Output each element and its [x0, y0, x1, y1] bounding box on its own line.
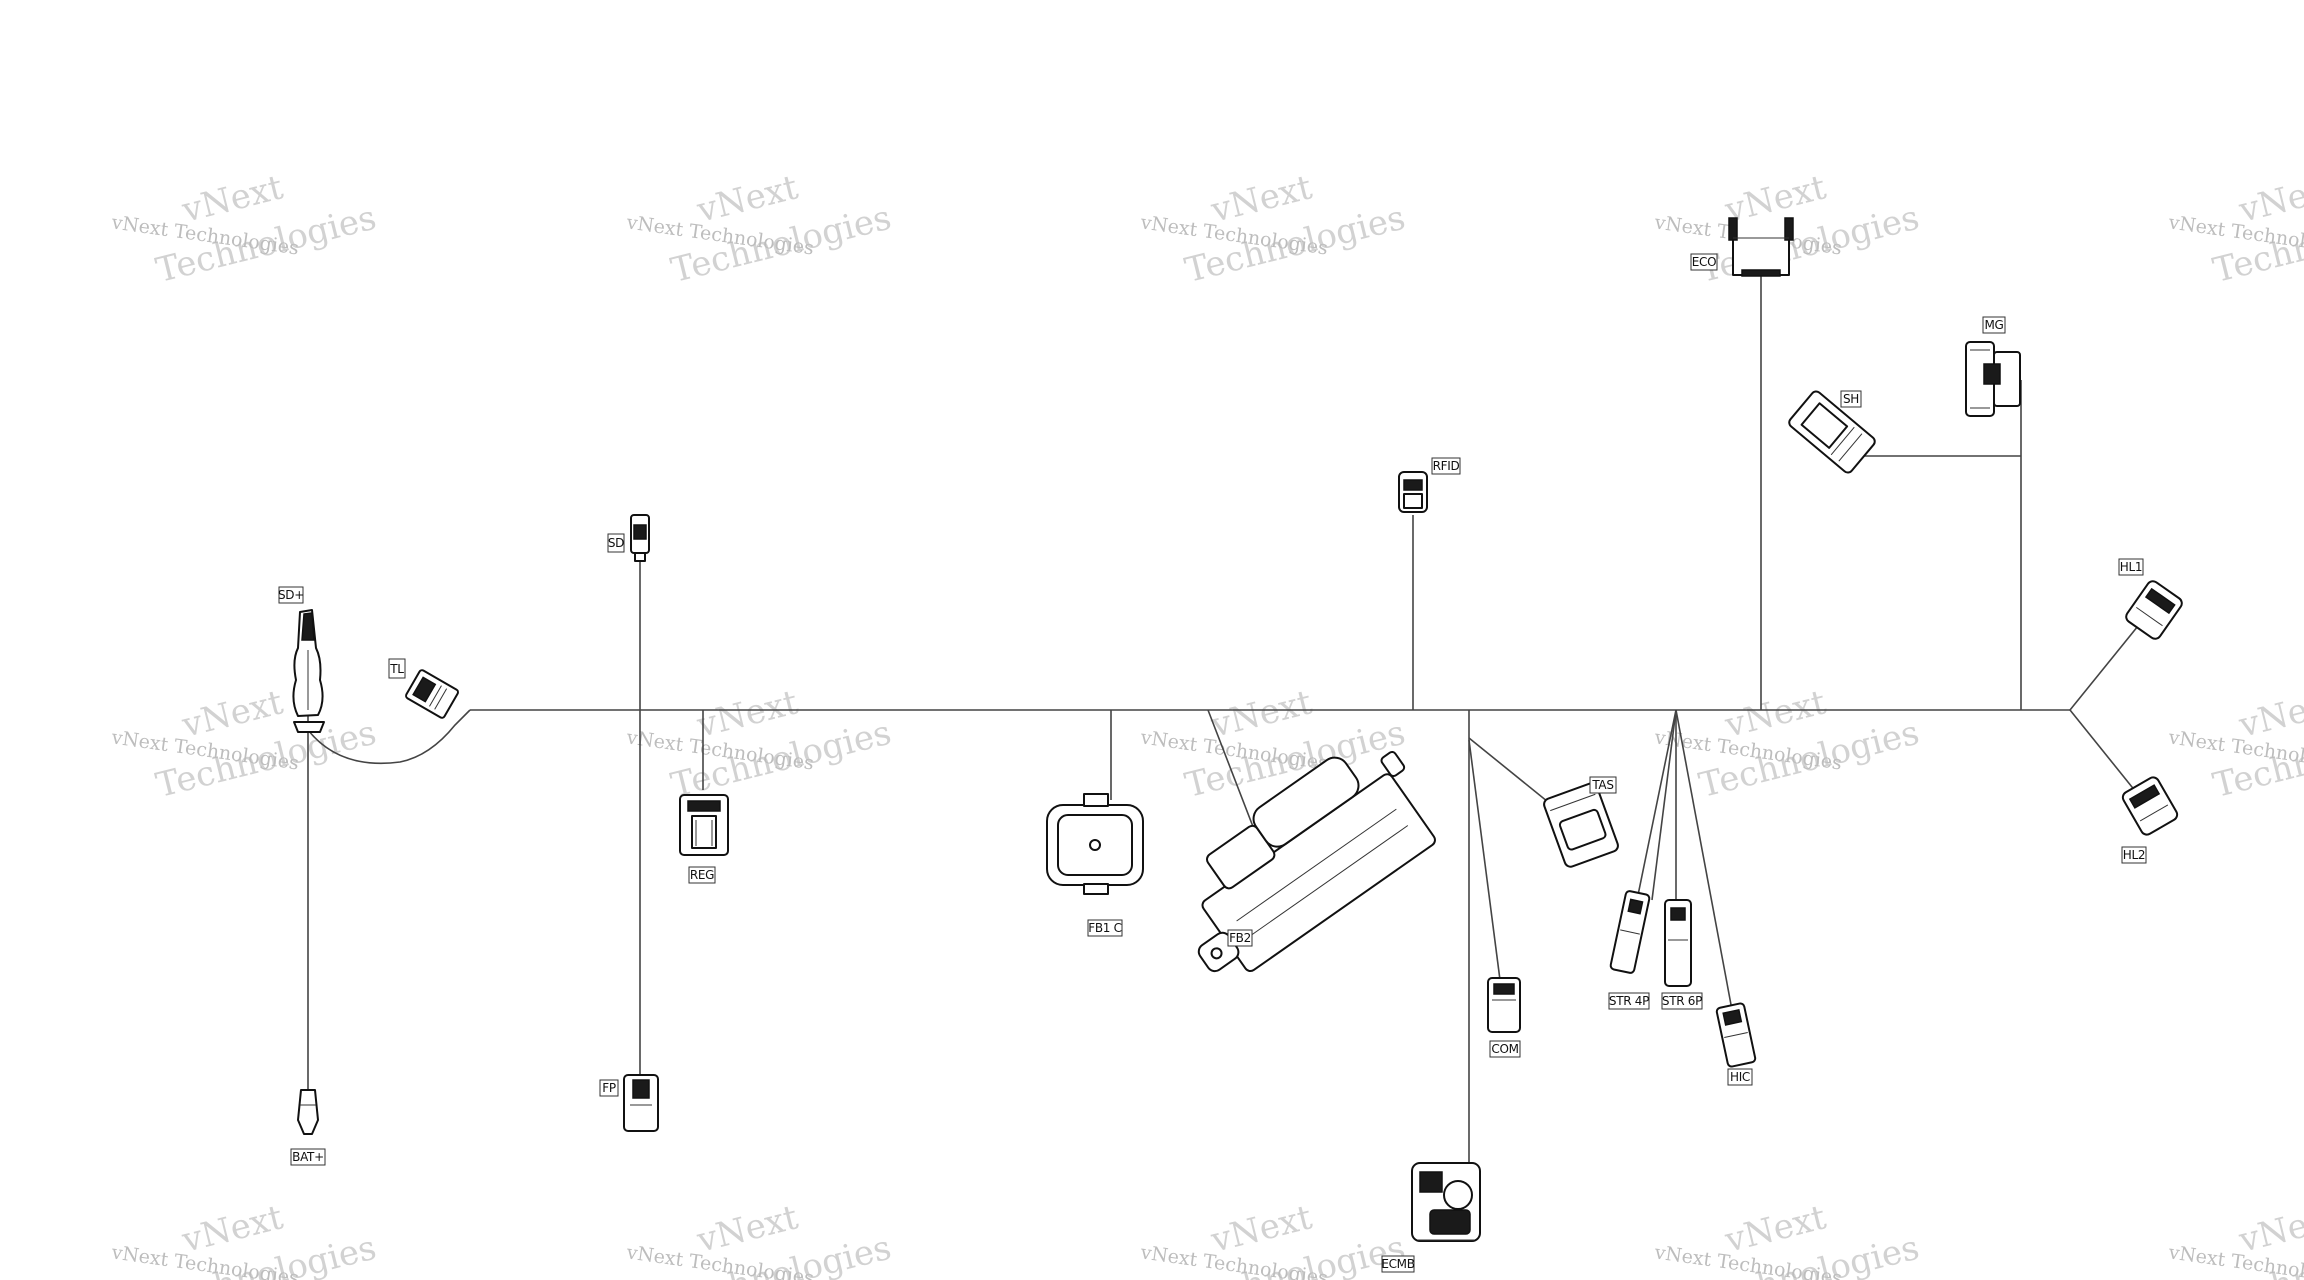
svg-text:REG: REG	[690, 868, 714, 882]
svg-text:HIC: HIC	[1730, 1070, 1750, 1084]
label-hl1: HL1	[2118, 558, 2144, 576]
label-bat-plus: BAT+	[290, 1148, 326, 1166]
watermark-text: vNext	[1720, 1197, 1830, 1261]
tas-connector	[1543, 782, 1619, 868]
watermark-text: vNext	[177, 167, 287, 231]
watermark-text: vNext	[1206, 1197, 1316, 1261]
watermark-text: vNext	[177, 682, 287, 746]
tas-fan-wire	[1651, 709, 1677, 901]
watermark-text: vNext	[177, 1197, 287, 1261]
sd-plus-connector	[292, 609, 325, 733]
label-str6p: STR 6P	[1661, 992, 1703, 1010]
connector-labels: SD+ TL SD BAT+ FP REG FB1 C FB2 RFID ECO…	[278, 253, 2147, 1273]
fb1c-fuse-box	[1046, 793, 1144, 895]
svg-text:FP: FP	[602, 1081, 616, 1095]
fp-connector	[623, 1074, 659, 1132]
svg-text:RFID: RFID	[1433, 459, 1460, 473]
hl2-connector	[2121, 776, 2179, 836]
watermark-text: vNext	[692, 167, 802, 231]
svg-text:FB2: FB2	[1229, 931, 1251, 945]
label-reg: REG	[688, 866, 716, 884]
svg-text:HL1: HL1	[2120, 560, 2142, 574]
str4p-wire	[1636, 709, 1677, 901]
label-fb1c: FB1 C	[1087, 919, 1123, 937]
label-com: COM	[1489, 1040, 1521, 1058]
label-fp: FP	[599, 1079, 619, 1097]
rfid-connector	[1398, 471, 1428, 513]
label-hic: HIC	[1727, 1068, 1753, 1086]
svg-text:FB1 C: FB1 C	[1088, 921, 1121, 935]
hl1-wire	[2069, 625, 2139, 711]
hl2-wire	[2069, 709, 2137, 793]
svg-text:BAT+: BAT+	[292, 1150, 324, 1164]
label-str4p: STR 4P	[1608, 992, 1650, 1010]
svg-text:COM: COM	[1491, 1042, 1518, 1056]
mg-connector	[1965, 341, 2021, 417]
ecmb-connector	[1411, 1162, 1481, 1242]
str4p-connector	[1609, 890, 1651, 974]
label-sh: SH	[1840, 390, 1862, 408]
fb2-fuse-box	[1197, 750, 1436, 973]
svg-text:SD+: SD+	[278, 588, 304, 602]
com-connector	[1487, 977, 1521, 1033]
label-tas: TAS	[1589, 776, 1617, 794]
watermark-text: vNext	[1206, 167, 1316, 231]
svg-text:MG: MG	[1984, 318, 2003, 332]
sd-plus-wire	[307, 709, 471, 765]
svg-text:STR 4P: STR 4P	[1609, 994, 1649, 1008]
svg-text:TAS: TAS	[1591, 778, 1613, 792]
svg-text:ECO: ECO	[1692, 255, 1717, 269]
watermark-text: vNext	[692, 682, 802, 746]
label-eco: ECO	[1690, 253, 1718, 271]
label-ecmb: ECMB	[1381, 1255, 1415, 1273]
svg-text:ECMB: ECMB	[1381, 1257, 1414, 1271]
sd-connector	[630, 514, 650, 562]
com-wire	[1468, 739, 1501, 981]
hl1-connector	[2125, 580, 2183, 640]
label-mg: MG	[1982, 316, 2006, 334]
label-sd-plus: SD+	[278, 586, 304, 604]
str6p-connector	[1664, 899, 1692, 987]
hic-connector	[1715, 1002, 1757, 1068]
watermark-text: vNext	[1206, 682, 1316, 746]
svg-text:STR 6P: STR 6P	[1662, 994, 1702, 1008]
bat-plus-connector	[297, 1089, 319, 1135]
svg-text:TL: TL	[389, 662, 404, 676]
svg-text:SD: SD	[608, 536, 624, 550]
hic-wire	[1675, 709, 1733, 1011]
label-hl2: HL2	[2121, 846, 2147, 864]
watermark-text: vNext	[692, 1197, 802, 1261]
harness-wires	[307, 275, 2139, 1170]
tl-connector	[405, 669, 459, 719]
svg-text:SH: SH	[1843, 392, 1859, 406]
svg-text:HL2: HL2	[2123, 848, 2145, 862]
label-tl: TL	[388, 658, 406, 679]
label-sd: SD	[607, 533, 625, 553]
label-rfid: RFID	[1431, 457, 1461, 475]
eco-connector	[1728, 217, 1794, 277]
label-fb2: FB2	[1227, 929, 1253, 947]
reg-connector	[679, 794, 729, 856]
watermark-text: vNext	[1720, 682, 1830, 746]
tas-wire	[1468, 737, 1559, 811]
sh-connector	[1788, 390, 1876, 474]
